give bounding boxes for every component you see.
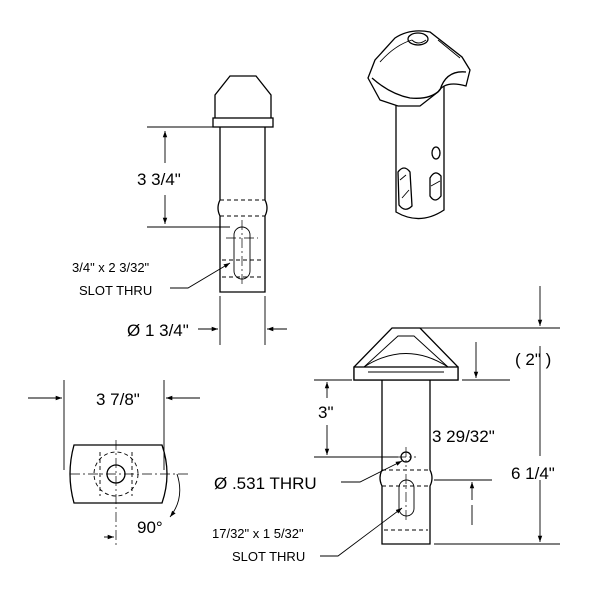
front-view-head-base <box>353 366 459 381</box>
front-view: ( 2" ) 3" 3 29/32" 6 1/4" Ø .531 THRU 17… <box>212 286 560 564</box>
top-angle-dimension: 90° <box>137 518 163 537</box>
top-view: 3 7/8" 90° <box>28 380 200 545</box>
isometric-head-dome <box>407 32 429 46</box>
side-diameter-dimension: Ø 1 3/4" <box>127 321 189 340</box>
isometric-hole <box>431 146 441 160</box>
isometric-slot-right <box>429 172 442 201</box>
front-slot-dimension: 17/32" x 1 5/32" <box>212 526 304 541</box>
top-width-dimension: 3 7/8" <box>96 390 140 409</box>
side-view-shaft <box>217 127 268 293</box>
side-slot-dimension: 3/4" x 2 3/32" <box>72 260 150 275</box>
front-view-shaft <box>379 380 433 545</box>
front-total-length-dimension: 6 1/4" <box>511 464 555 483</box>
side-view-head-base <box>212 117 274 128</box>
side-height-dimension: 3 3/4" <box>137 170 181 189</box>
front-hole-dimension: Ø .531 THRU <box>214 474 317 493</box>
front-head-height-dimension: ( 2" ) <box>515 350 551 369</box>
front-body-length-dimension: 3 29/32" <box>432 427 495 446</box>
isometric-head <box>367 30 471 107</box>
side-view-head <box>214 75 272 121</box>
isometric-view <box>367 30 471 220</box>
front-hole-offset-dimension: 3" <box>318 403 334 422</box>
front-slot-note: SLOT THRU <box>232 549 305 564</box>
front-view-slot <box>398 479 415 517</box>
top-view-outline <box>69 444 168 504</box>
side-view: 3 3/4" 3/4" x 2 3/32" SLOT THRU Ø 1 3/4" <box>72 75 287 345</box>
isometric-shaft <box>395 86 445 220</box>
isometric-slot-left <box>397 167 413 210</box>
side-slot-note: SLOT THRU <box>79 283 152 298</box>
